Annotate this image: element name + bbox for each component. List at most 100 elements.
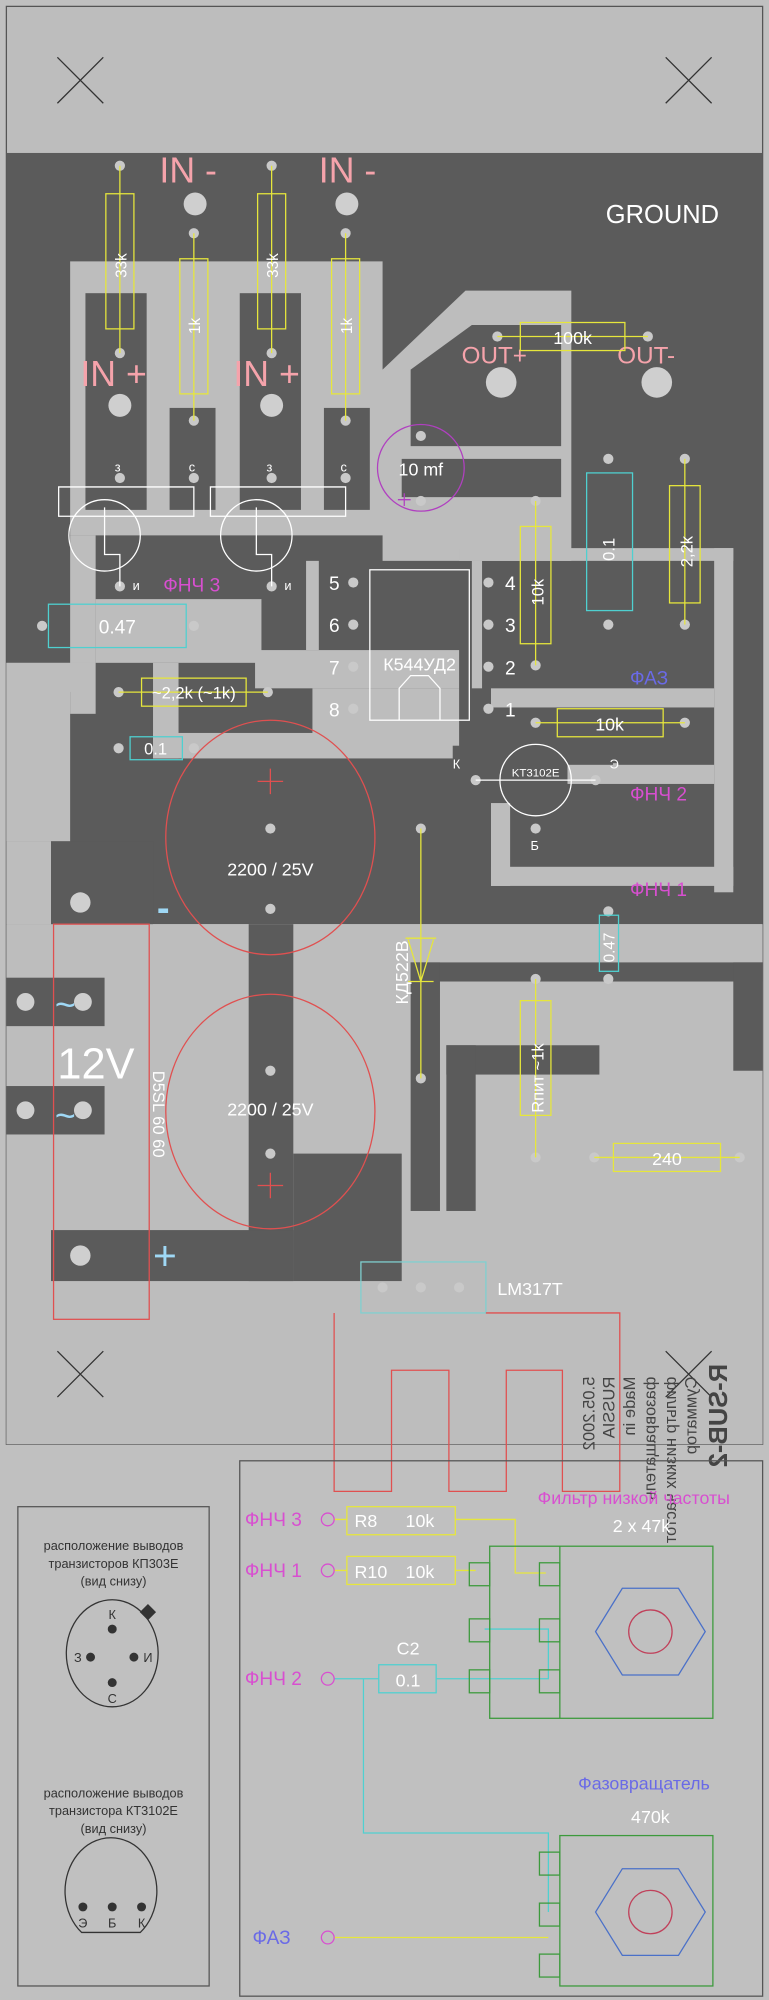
regulator-lm317t: LM317T bbox=[360, 1261, 563, 1314]
svg-text:К: К bbox=[109, 1607, 117, 1622]
svg-text:(вид снизу): (вид снизу) bbox=[81, 1821, 147, 1836]
svg-text:2200 / 25V: 2200 / 25V bbox=[227, 1099, 313, 1119]
legend-lpf2-label: ФНЧ 2 bbox=[245, 1669, 302, 1690]
svg-text:0.1: 0.1 bbox=[144, 740, 167, 759]
svg-text:LM317T: LM317T bbox=[497, 1279, 563, 1299]
svg-text:5: 5 bbox=[329, 574, 340, 595]
mounting-hole-marks bbox=[56, 56, 713, 1398]
svg-text:Rпит ~1k: Rпит ~1k bbox=[528, 1043, 547, 1113]
resistor-100k: 100k bbox=[497, 321, 648, 352]
net-lpf1-label: ФНЧ 1 bbox=[630, 880, 687, 901]
resistor-33k-b: 33k bbox=[256, 165, 287, 354]
resistor-rpit: Rпит ~1k bbox=[519, 978, 552, 1158]
svg-text:RUSSIA: RUSSIA bbox=[600, 1377, 619, 1440]
svg-text:7: 7 bbox=[329, 658, 340, 679]
net-lpf2-label: ФНЧ 2 bbox=[630, 785, 687, 806]
svg-text:К544УД2: К544УД2 bbox=[383, 654, 456, 674]
svg-text:6: 6 bbox=[329, 616, 340, 637]
resistor-2.2k: 2,2k bbox=[668, 458, 701, 625]
svg-text:470k: 470k bbox=[631, 1807, 670, 1827]
svg-text:Фильтр низкой частоты: Фильтр низкой частоты bbox=[538, 1488, 730, 1508]
svg-text:R8: R8 bbox=[355, 1511, 378, 1531]
svg-text:Сумматор: Сумматор bbox=[681, 1377, 700, 1454]
svg-text:С: С bbox=[108, 1691, 117, 1706]
mirrored-board-text: R-SUB-2 Сумматор фильтр низких частот фа… bbox=[579, 1364, 733, 1544]
svg-text:К: К bbox=[138, 1915, 146, 1930]
capacitor-0.47-vertical: 0.47 bbox=[598, 914, 620, 972]
svg-text:0.1: 0.1 bbox=[396, 1670, 421, 1690]
svg-text:5.05.2002: 5.05.2002 bbox=[579, 1377, 598, 1451]
svg-text:R10: R10 bbox=[355, 1562, 388, 1582]
resistor-2.2k-adjust: ~2,2k (~1k) bbox=[118, 677, 268, 707]
svg-text:C2: C2 bbox=[397, 1639, 420, 1659]
fet2-source-label: и bbox=[284, 578, 291, 593]
resistor-33k-a: 33k bbox=[105, 165, 135, 354]
fet-pinout-diagram: К З И С bbox=[65, 1599, 159, 1708]
svg-text:0.47: 0.47 bbox=[99, 618, 136, 639]
svg-text:фазовращатель: фазовращатель bbox=[640, 1377, 659, 1500]
svg-text:Э: Э bbox=[78, 1915, 87, 1930]
svg-text:Made in: Made in bbox=[620, 1377, 639, 1436]
plus-symbol: + bbox=[153, 1233, 177, 1279]
fet1-gate-label: з bbox=[115, 460, 121, 475]
legend-phase-label: ФАЗ bbox=[253, 1928, 291, 1949]
resistor-1k-b: 1k bbox=[330, 233, 361, 421]
svg-text:~2,2k (~1k): ~2,2k (~1k) bbox=[152, 684, 236, 703]
svg-text:З: З bbox=[74, 1650, 82, 1665]
capacitor-0.1-vertical: 0.1 bbox=[585, 472, 634, 612]
potentiometer-470k bbox=[538, 1834, 714, 1987]
copper-pours bbox=[6, 152, 763, 1445]
svg-text:D5SL 60 60: D5SL 60 60 bbox=[149, 1071, 168, 1158]
capacitor-2200uf-a: 2200 / 25V bbox=[165, 719, 376, 956]
svg-text:1k: 1k bbox=[339, 317, 356, 333]
ic-k544ud2: К544УД2 1 2 3 4 5 6 7 8 bbox=[329, 569, 516, 721]
resistor-240: 240 bbox=[594, 1142, 740, 1173]
ground-label: GROUND bbox=[606, 201, 719, 229]
capacitor-10mf: 10 mf bbox=[376, 423, 465, 512]
svg-text:Б: Б bbox=[108, 1915, 116, 1930]
in-minus-label-2: IN - bbox=[319, 150, 377, 190]
svg-text:И: И bbox=[143, 1650, 152, 1665]
potentiometer-2x47k bbox=[468, 1545, 714, 1719]
bridge-rectifier-d5sl: D5SL 60 60 bbox=[52, 923, 168, 1320]
capacitor-0.47: 0.47 bbox=[47, 603, 187, 649]
svg-text:2 x 47k: 2 x 47k bbox=[613, 1516, 671, 1536]
svg-text:33k: 33k bbox=[265, 253, 282, 278]
svg-text:расположение выводов: расположение выводов bbox=[44, 1785, 184, 1800]
ac-symbol-2: ~ bbox=[55, 1096, 76, 1136]
svg-text:0.1: 0.1 bbox=[600, 538, 619, 561]
svg-text:4: 4 bbox=[505, 574, 516, 595]
component-pads bbox=[36, 160, 745, 1293]
fet-transistor-1 bbox=[58, 486, 195, 587]
diode-kd522b: КД522В bbox=[392, 828, 437, 1079]
svg-text:транзисторов КП303Е: транзисторов КП303Е bbox=[49, 1556, 179, 1571]
svg-text:KT3102E: KT3102E bbox=[512, 767, 560, 779]
out-plus-label: OUT+ bbox=[462, 342, 527, 369]
svg-text:0.47: 0.47 bbox=[602, 933, 619, 963]
svg-text:Б: Б bbox=[531, 838, 539, 853]
svg-text:КД522В: КД522В bbox=[392, 940, 412, 1004]
svg-text:10k: 10k bbox=[406, 1511, 435, 1531]
wiring-legend: Фильтр низкой частоты 2 x 47k Фазовращат… bbox=[239, 1460, 764, 1997]
svg-text:Фазовращатель: Фазовращатель bbox=[578, 1774, 710, 1794]
bjt-pinout-diagram: Э Б К bbox=[64, 1837, 158, 1934]
svg-text:8: 8 bbox=[329, 700, 340, 721]
svg-text:3: 3 bbox=[505, 616, 516, 637]
svg-text:R-SUB-2: R-SUB-2 bbox=[705, 1364, 733, 1467]
heatsink-outline bbox=[333, 1312, 621, 1493]
svg-text:2: 2 bbox=[505, 658, 516, 679]
svg-text:10k: 10k bbox=[406, 1562, 435, 1582]
net-phase-label: ФАЗ bbox=[630, 669, 668, 690]
out-minus-label: OUT- bbox=[617, 342, 675, 369]
fet1-source-label: и bbox=[133, 578, 140, 593]
in-plus-label-2: IN + bbox=[233, 354, 299, 394]
svg-text:100k: 100k bbox=[553, 328, 592, 348]
svg-text:10k: 10k bbox=[528, 578, 547, 605]
svg-text:240: 240 bbox=[652, 1149, 682, 1169]
svg-text:расположение выводов: расположение выводов bbox=[44, 1538, 184, 1553]
svg-text:1: 1 bbox=[505, 700, 516, 721]
svg-text:33k: 33k bbox=[113, 253, 130, 278]
svg-text:2,2k: 2,2k bbox=[677, 535, 696, 567]
